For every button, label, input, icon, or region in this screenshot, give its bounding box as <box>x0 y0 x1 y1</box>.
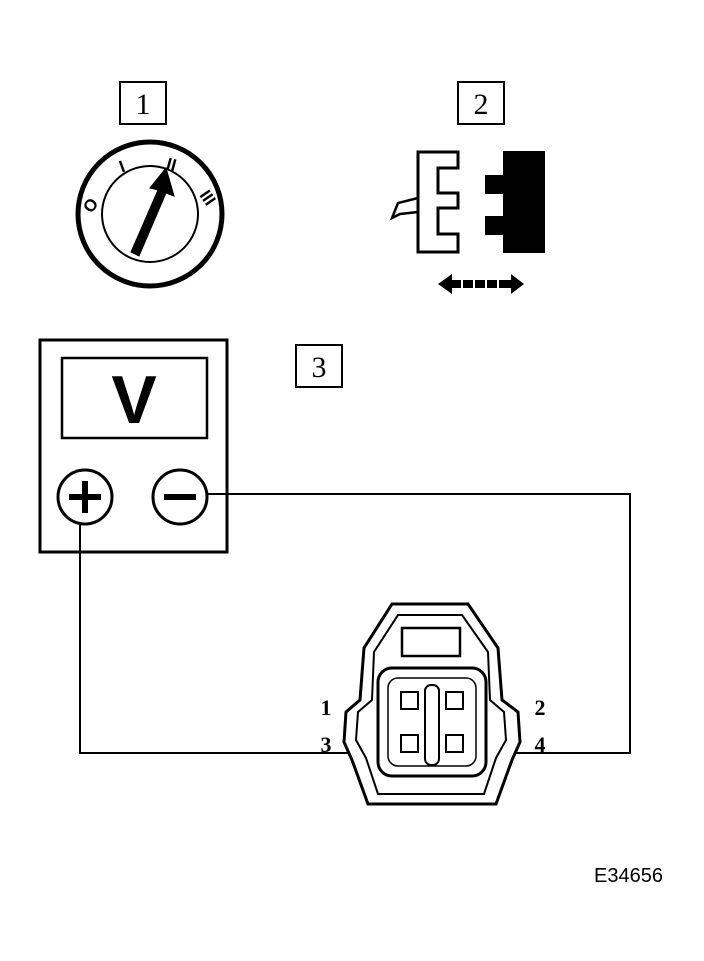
pin-4-label: 4 <box>535 732 546 757</box>
voltmeter: V <box>38 338 229 554</box>
connector-disconnect-icon <box>389 150 545 294</box>
pin-1-terminal <box>400 691 419 710</box>
pin-3-terminal <box>400 734 419 753</box>
sensor-connector <box>342 602 522 806</box>
step-2-label: 2 <box>457 81 505 125</box>
step-2-number: 2 <box>474 88 489 121</box>
pin-2-label: 2 <box>535 695 546 720</box>
pin-2-terminal <box>445 691 464 710</box>
step-3-label: 3 <box>295 344 343 388</box>
figure-id: E34656 <box>594 865 663 887</box>
step-3-number: 3 <box>312 351 327 384</box>
pin-4-terminal <box>445 734 464 753</box>
step-1-label: 1 <box>119 81 167 125</box>
ignition-switch-icon: O I II III <box>75 139 225 289</box>
ignition-position-acc: I <box>117 157 128 176</box>
ignition-pointer <box>130 166 175 257</box>
voltmeter-unit-label: V <box>111 362 156 438</box>
double-arrow-icon <box>438 274 524 294</box>
step-1-number: 1 <box>136 88 151 121</box>
pin-1-label: 1 <box>321 695 332 720</box>
negative-test-lead <box>208 493 631 754</box>
positive-terminal <box>56 468 114 526</box>
negative-terminal <box>151 468 209 526</box>
pin-3-label: 3 <box>321 732 332 757</box>
positive-test-lead <box>79 525 376 754</box>
